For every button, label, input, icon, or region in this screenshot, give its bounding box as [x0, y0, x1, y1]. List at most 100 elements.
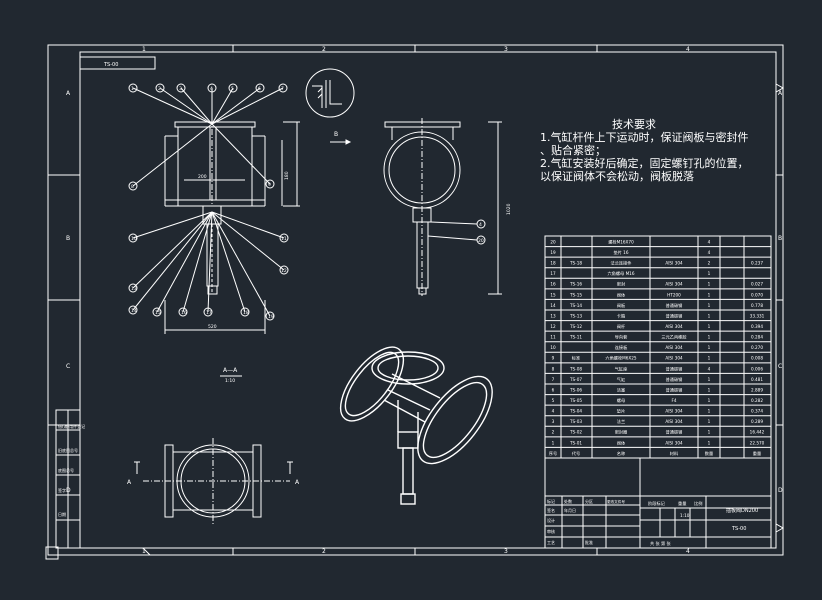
balloon-label: 13	[131, 286, 137, 292]
side-view[interactable]	[383, 118, 502, 296]
bom-cell: 1	[708, 345, 711, 350]
bom-cell: 普通碳钢	[666, 302, 683, 309]
title-label: 更改文件号	[607, 499, 625, 504]
bom-cell: 导向套	[615, 334, 628, 341]
bom-cell: 密封	[617, 281, 625, 288]
zone-left-c: C	[66, 363, 70, 370]
bom-cell: 0.284	[751, 335, 763, 340]
bom-cell: AISI 304	[665, 419, 683, 424]
bom-cell: 5	[552, 398, 555, 403]
bom-cell: 15	[550, 292, 556, 297]
bom-cell: 1	[708, 282, 711, 287]
bom-cell: TS-04	[569, 409, 582, 414]
bom-cell: TS-03	[569, 419, 582, 424]
balloon-label: 2	[158, 86, 161, 92]
balloon-label: 4	[479, 222, 482, 228]
bom-cell: 1	[708, 303, 711, 308]
bom-cell: TS-02	[569, 430, 582, 435]
marker-a-right: A	[295, 479, 300, 486]
bom-cell: 活塞	[617, 386, 626, 393]
bom-cell: 密封圈	[615, 429, 628, 436]
drawing-no-tag	[79, 56, 156, 70]
bom-cell: TS-07	[569, 377, 582, 382]
bom-cell: 0.481	[751, 377, 763, 382]
zone-top-1: 1	[142, 46, 146, 53]
bom-cell: 0.374	[751, 409, 763, 414]
zone-left-b: B	[66, 235, 70, 242]
bom-cell: 普通碳钢	[666, 386, 683, 393]
bom-cell: 2.889	[751, 387, 763, 392]
bom-cell: TS-11	[569, 335, 582, 340]
bom-cell: 0.289	[751, 419, 763, 424]
bom-cell: AISI 304	[665, 324, 683, 329]
tech-requirements-line-4: 以保证阀体不会松动，阀板脱落	[540, 169, 694, 183]
bom-cell: 16.442	[750, 430, 765, 435]
title-label: 标记	[547, 498, 555, 504]
zone-right-a: A	[778, 90, 783, 97]
tech-requirements-line-1: 1.气缸杆件上下运动时，保证阀板与密封件	[540, 130, 749, 144]
section-view-a-a[interactable]	[134, 375, 293, 524]
title-label: 设计	[547, 517, 555, 523]
balloon-label: 15	[155, 310, 161, 316]
balloon-label: 6	[258, 86, 261, 92]
title-label: 年月日	[564, 507, 576, 513]
zone-bottom-1: 1	[142, 548, 146, 555]
bom-cell: AISI 304	[665, 261, 683, 266]
bom-cell: 阀体	[617, 291, 626, 298]
dim-height: 1020	[506, 203, 512, 215]
section-scale: 1:10	[225, 378, 235, 384]
balloon-label: 12	[281, 268, 287, 274]
dim-small: 180	[284, 171, 290, 180]
section-label: A—A	[223, 367, 238, 374]
front-view[interactable]	[128, 83, 300, 334]
bom-cell: 0.282	[751, 398, 763, 403]
title-label: 签名	[547, 507, 555, 513]
bom-cell: 0.394	[751, 324, 763, 329]
bom-cell: TS-16	[569, 282, 582, 287]
bom-cell: 普通碳钢	[666, 376, 683, 383]
bom-cell: TS-05	[569, 398, 582, 403]
title-scale-value: 1:10	[680, 513, 690, 518]
bom-cell: 1	[708, 356, 711, 361]
bom-cell: 普通碳钢	[666, 429, 683, 436]
title-sheet: 共 张 第 张	[650, 540, 672, 547]
left-strip-label: 底图总号	[58, 467, 74, 473]
bom-table[interactable]	[544, 235, 772, 459]
drawing-no-tag-text: TS-00	[103, 62, 118, 68]
bom-cell: 垫片 16	[613, 249, 628, 256]
balloon-label: 4	[210, 86, 213, 92]
bom-cell: 标准	[572, 355, 580, 362]
bom-cell: 4	[552, 409, 555, 414]
bom-cell: 19	[550, 250, 556, 255]
zone-top-2: 2	[322, 46, 326, 53]
bom-cell: 16	[550, 282, 556, 287]
title-block[interactable]	[544, 457, 772, 549]
bom-cell: 六角螺母 M16	[607, 270, 634, 277]
title-label: 工艺	[547, 540, 555, 545]
bom-cell: 1	[552, 440, 555, 445]
left-strip-label: 借(通)用件登记	[58, 423, 85, 429]
bom-cell: 普通碳钢	[666, 365, 683, 372]
balloon-label: 7	[281, 86, 284, 92]
bom-cell: 4	[708, 366, 711, 371]
bom-cell: TS-13	[569, 313, 582, 318]
marker-a-left: A	[127, 479, 132, 486]
balloon-label: 1	[131, 86, 134, 92]
zone-top-4: 4	[686, 46, 690, 53]
bom-cell: HT200	[667, 292, 681, 297]
isometric-view[interactable]	[329, 337, 506, 505]
bom-cell: 1	[708, 409, 711, 414]
title-part-name: 插板阀DN200	[726, 507, 758, 514]
bom-cell: 7	[552, 377, 555, 382]
bom-cell: 法兰	[617, 418, 625, 425]
detail-view-b[interactable]	[305, 68, 355, 145]
bom-cell: 17	[550, 271, 556, 276]
bom-cell: AISI 304	[665, 440, 683, 445]
bom-cell: 12	[550, 324, 556, 329]
bom-cell: 8	[552, 366, 555, 371]
title-label: 批准	[585, 539, 593, 545]
inner-frame	[79, 51, 777, 549]
bom-cell: 垫片	[617, 408, 625, 415]
bom-cell: 0.070	[751, 292, 763, 297]
